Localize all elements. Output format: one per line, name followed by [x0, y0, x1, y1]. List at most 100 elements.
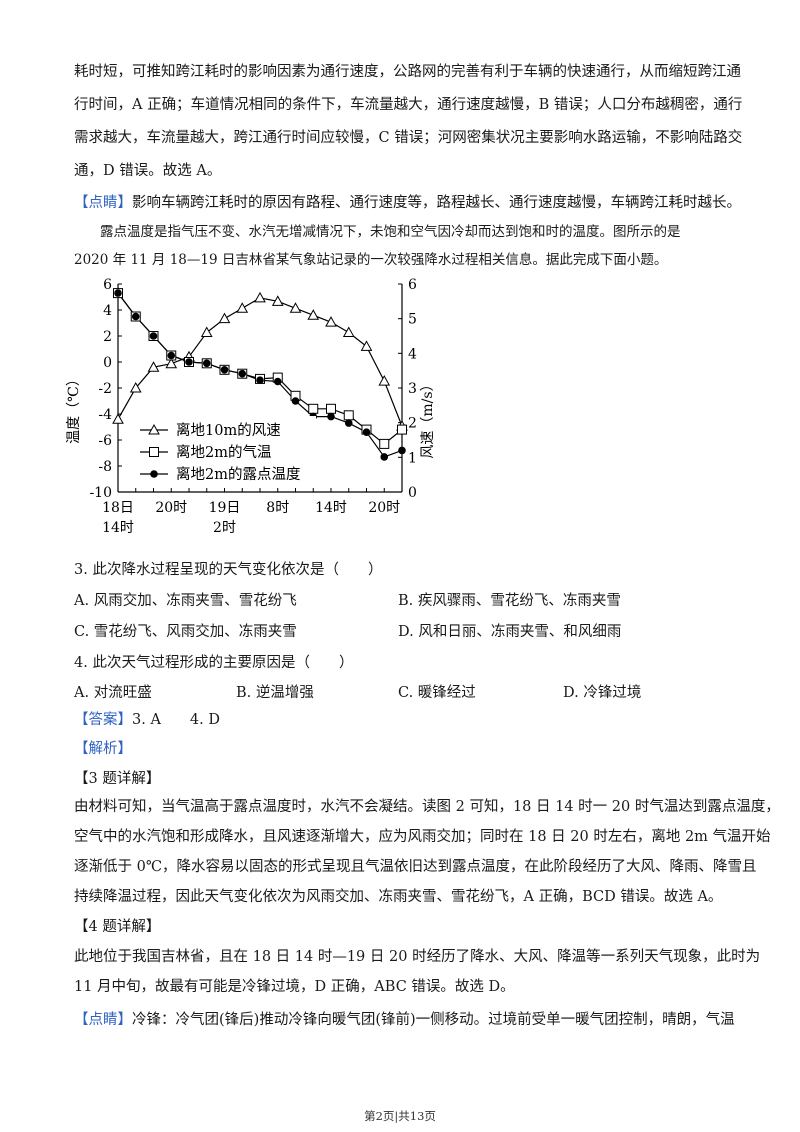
y-right-tick-label: 0 — [408, 485, 417, 501]
q4-stem: 4. 此次天气过程形成的主要原因是（ ） — [74, 655, 354, 671]
y-left-tick-label: 6 — [103, 277, 112, 293]
detail3-line-2: 空气中的水汽饱和形成降水，且风速逐渐增大，应为风雨交加；同时在 18 日 20 … — [74, 829, 771, 845]
wind-speed-marker — [236, 302, 249, 313]
q3-option-b: B. 疾风骤雨、雪花纷飞、冻雨夹雪 — [398, 593, 621, 609]
dianjing2-tag: 【点睛】 — [74, 1012, 132, 1028]
legend-label: 离地2m的气温 — [176, 444, 271, 461]
material-line-1: 露点温度是指气压不变、水汽无增减情况下，未饱和空气因冷却而达到饱和时的温度。图所… — [100, 224, 681, 240]
dew-point-marker — [380, 453, 389, 461]
y-left-tick-label: -4 — [98, 407, 112, 423]
wind-speed-marker — [112, 413, 124, 424]
y-left-tick-label: 2 — [103, 329, 112, 345]
dew-point-marker — [327, 412, 335, 421]
detail3-line-1: 由材料可知，当气温高于露点温度时，水汽不会凝结。读图 2 可知，18 日 14 … — [74, 799, 780, 815]
dew-point-marker — [114, 289, 122, 297]
dew-point-marker — [167, 351, 176, 360]
wind-speed-marker — [148, 423, 160, 435]
material-line-2: 2020 年 11 月 18—19 日吉林省某气象站记录的一次较强降水过程相关信… — [74, 252, 668, 268]
wind-speed-marker — [200, 326, 213, 338]
page-footer: 第2页|共13页 — [364, 1109, 436, 1123]
dianjing2-paragraph: 【点睛】冷锋：冷气团(锋后)推动冷锋向暖气团(锋前)一侧移动。过境前受单一暖气团… — [74, 1010, 735, 1030]
air-temp-marker — [343, 410, 354, 421]
wind-speed-marker — [342, 326, 355, 338]
q3-option-a: A. 风雨交加、冻雨夹雪、雪花纷飞 — [74, 593, 297, 609]
x-tick-label: 8时 — [266, 500, 289, 516]
y-right-tick-label: 2 — [408, 416, 417, 432]
y-right-tick-label: 5 — [408, 312, 417, 328]
y-right-tick-label: 1 — [408, 450, 417, 466]
q3-option-c: C. 雪花纷飞、风雨交加、冻雨夹雪 — [74, 624, 297, 640]
y-left-tick-label: 4 — [103, 303, 112, 319]
wind-speed-marker — [325, 316, 337, 327]
y-axis-left-label: 温度（℃） — [66, 372, 82, 444]
wind-speed-marker — [129, 381, 142, 393]
dew-point-marker — [220, 366, 229, 374]
air-temp-marker — [379, 438, 390, 449]
x-tick-label-line2: 14时 — [102, 520, 134, 536]
wind-speed-marker — [307, 309, 320, 320]
y-left-tick-label: -6 — [98, 433, 112, 449]
dew-point-marker — [131, 312, 140, 321]
air-temp-marker — [397, 424, 407, 435]
y-left-tick-label: -2 — [98, 381, 112, 397]
air-temp-marker — [326, 403, 336, 414]
wind-speed-marker — [360, 340, 373, 351]
dew-point-marker — [185, 358, 193, 366]
air-temp-marker — [149, 447, 159, 457]
dew-point-marker — [344, 419, 353, 427]
x-tick-label: 20时 — [368, 500, 400, 516]
q4-option-b: B. 逆温增强 — [236, 685, 314, 701]
detail3-line-3: 逐渐低于 0℃，降水容易以固态的形式呈现且气温依旧达到露点温度，在此阶段经历了大… — [74, 859, 757, 875]
prev-answer-line-4: 通，D 错误。故选 A。 — [74, 163, 222, 179]
wind-speed-marker — [254, 291, 266, 303]
y-right-tick-label: 6 — [408, 277, 417, 293]
prev-answer-line-1: 耗时短，可推知跨江耗时的影响因素为通行速度，公路网的完善有利于车辆的快速通行，从… — [74, 64, 741, 80]
prev-answer-line-3: 需求越大，车流量越大，跨江通行时间应较慢，C 错误；河网密集状况主要影响水路运输… — [74, 130, 743, 146]
dianjing2-text: 冷锋：冷气团(锋后)推动冷锋向暖气团(锋前)一侧移动。过境前受单一暖气团控制，晴… — [132, 1012, 735, 1028]
q3-option-d: D. 风和日丽、冻雨夹雪、和风细雨 — [398, 624, 622, 640]
y-left-tick-label: -10 — [89, 485, 112, 501]
answer-line: 【答案】3. A 4. D — [74, 710, 734, 730]
dew-point-marker — [202, 359, 211, 368]
detail3-line-4: 持续降温过程，因此天气变化依次为风雨交加、冻雨夹雪、雪花纷飞，A 正确，BCD … — [74, 889, 723, 905]
dew-point-marker — [256, 376, 264, 384]
dianjing-text: 影响车辆跨江耗时的原因有路程、通行速度等，路程越长、通行速度越慢，车辆跨江耗时越… — [132, 195, 741, 211]
legend-label: 离地2m的露点温度 — [176, 466, 300, 483]
wind-speed-marker — [165, 357, 178, 369]
y-left-tick-label: -8 — [98, 459, 112, 475]
answer-text: 3. A 4. D — [132, 712, 220, 728]
y-axis-right-label: 风速（m/s） — [420, 377, 436, 458]
x-tick-label: 20时 — [155, 500, 187, 516]
dew-point-marker — [362, 428, 371, 436]
x-tick-label-line2: 2时 — [213, 520, 236, 536]
legend-label: 离地10m的风速 — [176, 422, 281, 439]
dianjing-paragraph: 【点睛】影响车辆跨江耗时的原因有路程、通行速度等，路程越长、通行速度越慢，车辆跨… — [74, 193, 741, 213]
dew-point-marker — [398, 446, 406, 455]
answer-tag: 【答案】 — [74, 712, 132, 728]
air-temp-marker — [308, 403, 319, 414]
dianjing-tag: 【点睛】 — [74, 195, 132, 211]
dew-point-marker — [238, 369, 247, 378]
dew-point-marker — [150, 470, 158, 478]
chart-series — [112, 288, 408, 461]
y-left-tick-label: 0 — [103, 355, 112, 371]
detail4-line-2: 11 月中旬，故最有可能是冷锋过境，D 正确，ABC 错误。故选 D。 — [74, 979, 515, 995]
q3-stem: 3. 此次降水过程呈现的天气变化依次是（ ） — [74, 562, 383, 578]
series-line — [117, 297, 403, 427]
q4-option-c: C. 暖锋经过 — [398, 685, 476, 701]
dew-point-marker — [291, 397, 300, 405]
wind-speed-marker — [289, 302, 302, 313]
dew-point-marker — [149, 332, 158, 340]
x-tick-label: 14时 — [315, 500, 347, 516]
analysis-tag: 【解析】 — [74, 741, 132, 757]
dew-point-marker — [273, 377, 282, 386]
wind-speed-marker — [218, 312, 231, 324]
y-right-tick-label: 3 — [408, 381, 417, 397]
prev-answer-line-2: 行时间，A 正确；车道情况相同的条件下，车流量越大，通行速度越慢，B 错误；人口… — [74, 97, 743, 113]
q4-option-a: A. 对流旺盛 — [74, 685, 152, 701]
q4-option-d: D. 冷锋过境 — [563, 685, 642, 701]
detail4-title: 【4 题详解】 — [74, 919, 161, 935]
